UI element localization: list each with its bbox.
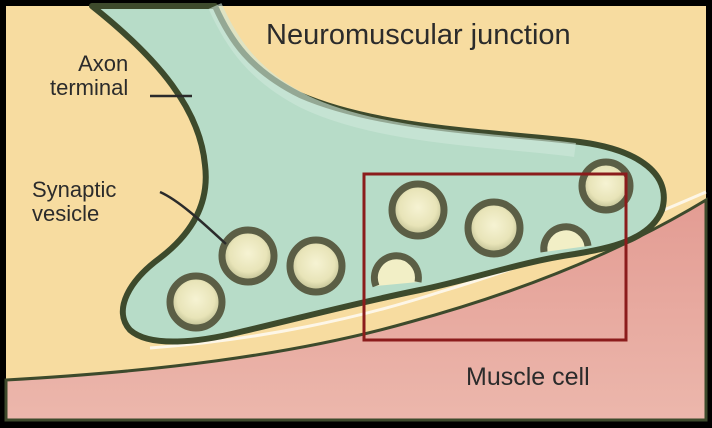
vesicle: [468, 202, 520, 254]
vesicle: [222, 230, 274, 282]
muscle-cell-label: Muscle cell: [466, 364, 590, 391]
vesicle: [582, 162, 630, 210]
fusing-vesicle: [374, 256, 418, 286]
synaptic-vesicle-label-line1: Synaptic: [32, 178, 116, 202]
axon-terminal-label: Axon terminal: [50, 52, 128, 100]
vesicle: [170, 276, 222, 328]
axon-terminal-label-line1: Axon: [50, 52, 128, 76]
diagram-title: Neuromuscular junction: [266, 20, 571, 51]
synaptic-vesicle-label-line2: vesicle: [32, 202, 116, 226]
vesicle: [392, 184, 444, 236]
synaptic-vesicle-label: Synaptic vesicle: [32, 178, 116, 226]
vesicle: [290, 240, 342, 292]
axon-terminal-label-line2: terminal: [50, 76, 128, 100]
